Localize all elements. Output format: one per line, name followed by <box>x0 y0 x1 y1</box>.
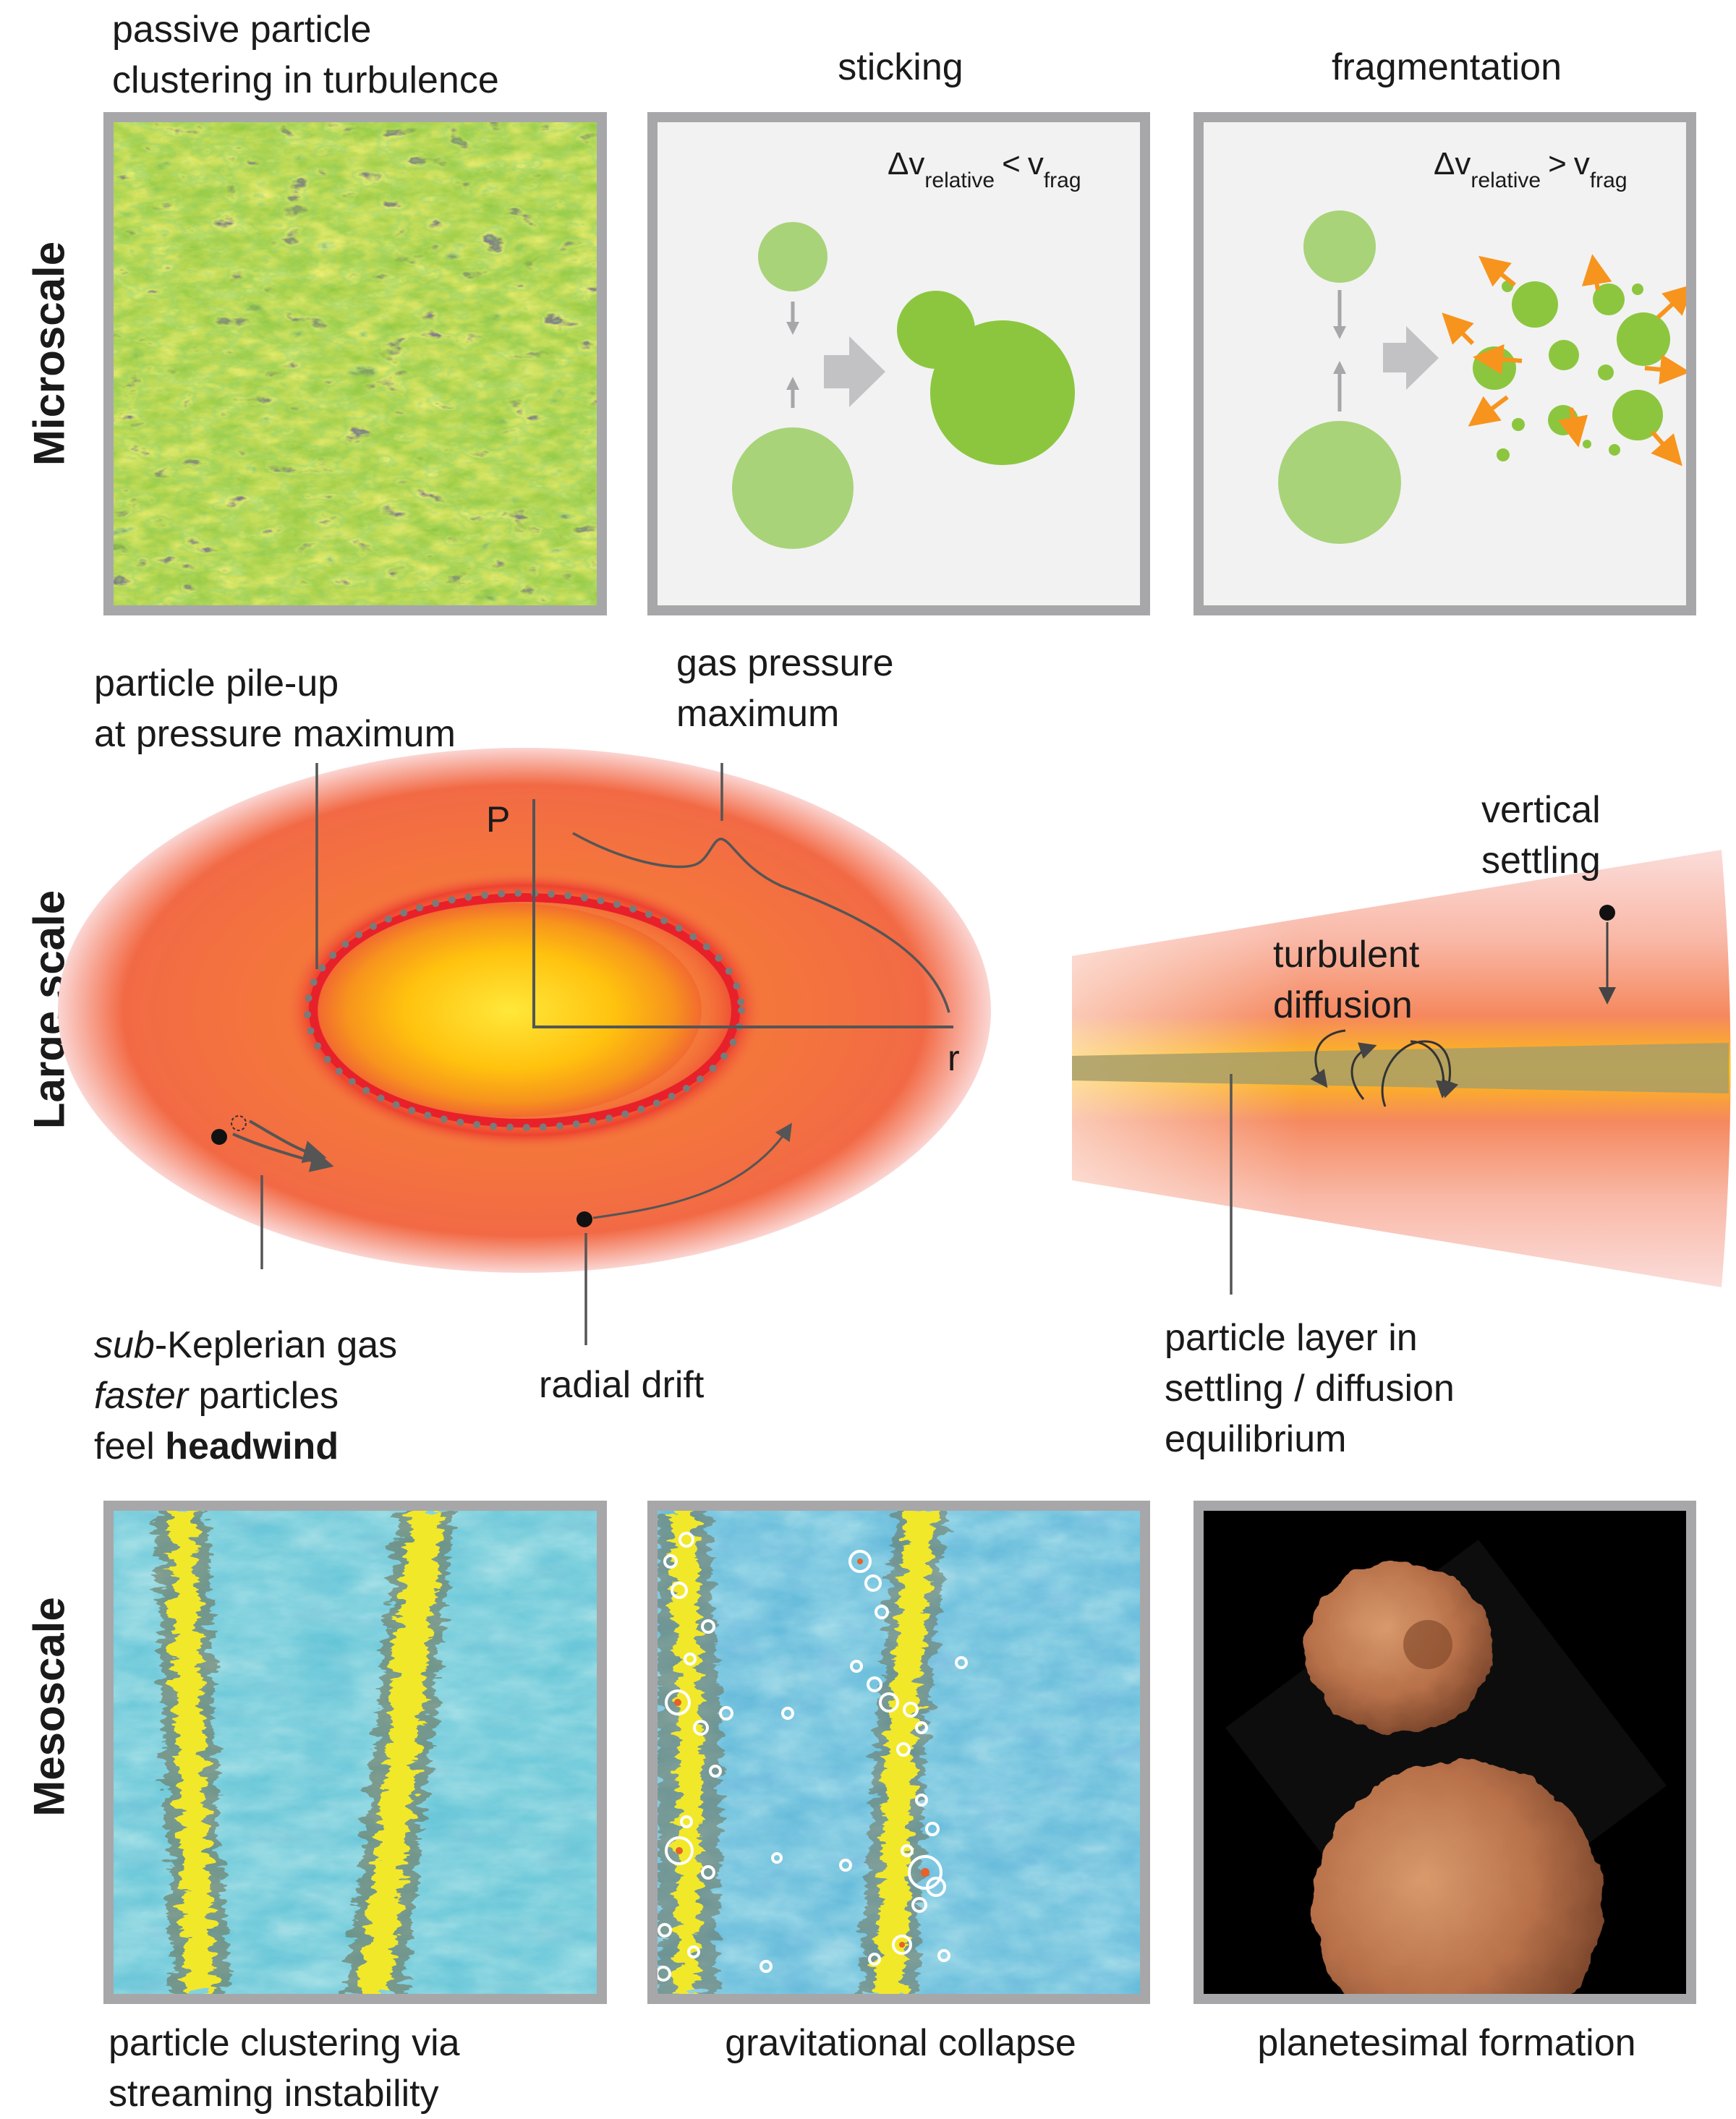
gravitational-collapse-image <box>658 1511 1140 1994</box>
pileup-label-line1: particle pile-up <box>94 662 339 704</box>
sticking-panel: Δvrelative<vfrag <box>647 112 1150 615</box>
turbulence-clustering-image <box>114 122 597 605</box>
sticking-arrow <box>824 336 885 407</box>
small-particle <box>758 222 827 291</box>
pressure-profile-curve <box>572 832 950 1013</box>
sticking-title: sticking <box>838 46 963 88</box>
particle-position-ghost <box>231 1115 247 1131</box>
planetesimal-panel <box>1194 1501 1696 2004</box>
clump-cores <box>674 1559 929 1948</box>
turbulence-clustering-panel <box>103 112 607 615</box>
headwind-label: feel headwind <box>94 1425 339 1467</box>
large-particle <box>1278 421 1401 544</box>
faster-particles-label: faster particles <box>94 1375 339 1417</box>
piled-up-particles <box>304 890 745 1131</box>
particle-layer-line2: settling / diffusion <box>1165 1368 1455 1410</box>
pressure-maximum-ring <box>309 893 740 1127</box>
fragmentation-arrow <box>1383 326 1439 390</box>
subkeplerian-label: sub-Keplerian gas <box>94 1324 398 1366</box>
gravitational-collapse-panel <box>647 1501 1150 2004</box>
particle-midplane-layer <box>1072 1043 1729 1093</box>
disk-face-on-diagram: P r <box>58 748 991 1345</box>
axis-label-r: r <box>948 1038 960 1078</box>
fragmentation-condition: Δvrelative>vfrag <box>1434 146 1628 192</box>
pressure-axes <box>532 799 953 1028</box>
row-label-mesoscale: Mesoscale <box>25 1597 74 1817</box>
inner-disk <box>318 903 702 1117</box>
gravitational-collapse-label: gravitational collapse <box>725 2022 1076 2064</box>
large-particle <box>732 427 854 549</box>
particle-layer-line1: particle layer in <box>1165 1317 1418 1359</box>
turbulence-title-line1: passive particle <box>112 9 372 51</box>
sticking-condition: Δvrelative<vfrag <box>888 146 1081 192</box>
turbulent-diffusion-arrows <box>1310 1029 1459 1107</box>
settling-particle <box>1599 905 1615 921</box>
disk-edge-on-diagram <box>1072 850 1731 1295</box>
sticking-diagram: Δvrelative<vfrag <box>658 122 1140 605</box>
planetesimal-image <box>1204 1511 1686 1994</box>
gas-pressure-max-line1: gas pressure <box>676 642 894 684</box>
fragment-velocity-arrows <box>1442 254 1686 466</box>
gas-pressure-max-line2: maximum <box>676 693 840 735</box>
turbulent-diffusion-line1: turbulent <box>1273 934 1420 976</box>
radial-drift-particle <box>576 1211 592 1227</box>
streaming-instability-label-line2: streaming instability <box>109 2073 439 2115</box>
planetesimal-clumps <box>658 1532 968 1982</box>
merged-particle-large <box>930 320 1075 465</box>
small-particle <box>1303 210 1376 283</box>
vertical-settling-line1: vertical <box>1481 789 1601 831</box>
fragmentation-title: fragmentation <box>1332 46 1562 88</box>
pileup-label-line2: at pressure maximum <box>94 713 456 755</box>
particle-layer-line3: equilibrium <box>1165 1418 1347 1460</box>
turbulence-title-line2: clustering in turbulence <box>112 59 499 101</box>
radial-drift-arrow <box>592 1122 792 1219</box>
streaming-instability-image <box>114 1511 597 1994</box>
fragmentation-panel: Δvrelative>vfrag <box>1194 112 1696 615</box>
gas-velocity-arrow <box>249 1120 327 1164</box>
axis-label-p: P <box>486 799 510 840</box>
planetesimal-formation-label: planetesimal formation <box>1257 2022 1636 2064</box>
drifting-particle <box>211 1129 227 1145</box>
streaming-instability-panel <box>103 1501 607 2004</box>
vertical-settling-line2: settling <box>1481 840 1601 882</box>
fragmentation-diagram: Δvrelative>vfrag <box>1204 122 1686 605</box>
crater <box>1403 1620 1452 1669</box>
streaming-instability-label-line1: particle clustering via <box>109 2022 460 2064</box>
radial-drift-label: radial drift <box>539 1364 705 1406</box>
planetesimal-body <box>1305 1563 1603 1994</box>
turbulent-diffusion-line2: diffusion <box>1273 984 1413 1026</box>
particle-filaments <box>157 1511 454 1994</box>
